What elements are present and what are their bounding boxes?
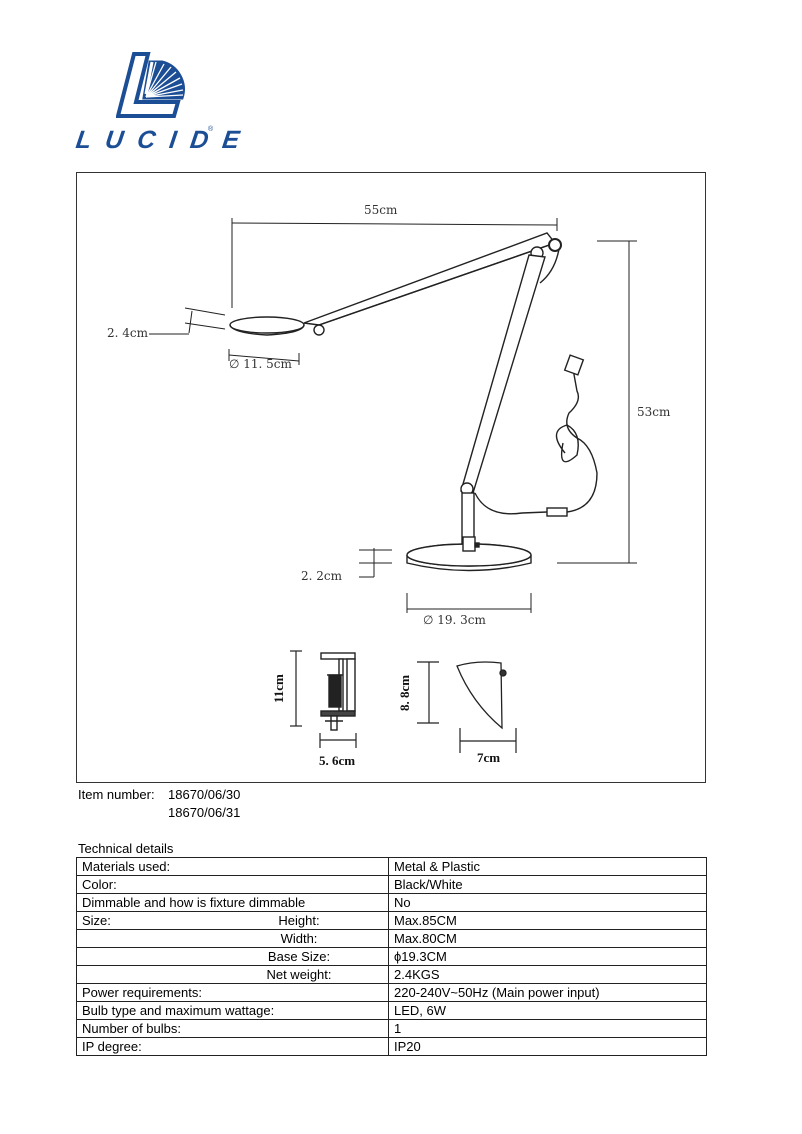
brand-name: LUCIDE xyxy=(74,126,256,154)
spec-value: Max.80CM xyxy=(388,929,707,948)
lamp-line-drawing xyxy=(149,218,637,753)
technical-details-table: Materials used: Metal & Plastic Color: B… xyxy=(76,857,707,1056)
item-number-1: 18670/06/30 xyxy=(168,787,241,802)
spec-label: Materials used: xyxy=(76,857,389,876)
spec-value: ϕ19.3CM xyxy=(388,947,707,966)
spec-value: IP20 xyxy=(388,1037,707,1056)
spec-value: Metal & Plastic xyxy=(388,857,707,876)
lucide-sunburst-icon xyxy=(116,52,185,118)
spec-label: Base Size: xyxy=(76,947,389,966)
spec-value: No xyxy=(388,893,707,912)
technical-drawing: 55cm 53cm 2. 4cm ∅ 11. 5cm 2. 2cm ∅ 19. … xyxy=(76,172,706,783)
spec-label: Dimmable and how is fixture dimmable xyxy=(76,893,389,912)
spec-label: Number of bulbs: xyxy=(76,1019,389,1038)
dim-head-profile-width: 7cm xyxy=(477,750,501,765)
clamp-drawing xyxy=(320,652,356,731)
table-row: Color: Black/White xyxy=(76,875,707,894)
spec-value: 2.4KGS xyxy=(388,965,707,984)
spec-value: 220-240V~50Hz (Main power input) xyxy=(388,983,707,1002)
dim-base-thickness: 2. 2cm xyxy=(301,569,342,583)
table-row: Width: Max.80CM xyxy=(76,929,707,948)
item-number-label: Item number: xyxy=(78,787,155,802)
spec-label: Net weight: xyxy=(76,965,389,984)
dim-total-height: 53cm xyxy=(637,405,671,419)
table-row: Base Size: ϕ19.3CM xyxy=(76,947,707,966)
spec-label: Power requirements: xyxy=(76,983,389,1002)
dim-head-thickness: 2. 4cm xyxy=(107,326,148,340)
table-row: IP degree: IP20 xyxy=(76,1037,707,1056)
table-row: Power requirements: 220-240V~50Hz (Main … xyxy=(76,983,707,1002)
technical-details-title: Technical details xyxy=(78,841,174,856)
lucide-logo: LUCIDE ® xyxy=(74,52,255,162)
dim-clamp-width: 5. 6cm xyxy=(319,753,356,768)
head-profile-drawing xyxy=(456,661,507,730)
spec-label: Width: xyxy=(76,929,389,948)
spec-value: Black/White xyxy=(388,875,707,894)
dim-head-diameter: ∅ 11. 5cm xyxy=(229,357,292,371)
table-row: Size:Height: Max.85CM xyxy=(76,911,707,930)
spec-value: Max.85CM xyxy=(388,911,707,930)
dim-base-diameter: ∅ 19. 3cm xyxy=(423,613,486,627)
spec-value: 1 xyxy=(388,1019,707,1038)
spec-value: LED, 6W xyxy=(388,1001,707,1020)
table-row: Materials used: Metal & Plastic xyxy=(76,857,707,876)
dim-arm-length: 55cm xyxy=(364,203,398,217)
table-row: Bulb type and maximum wattage: LED, 6W xyxy=(76,1001,707,1020)
item-number-2: 18670/06/31 xyxy=(168,805,241,820)
table-row: Net weight: 2.4KGS xyxy=(76,965,707,984)
registered-mark: ® xyxy=(208,126,214,133)
dim-head-profile-height: 8. 8cm xyxy=(397,674,412,711)
table-row: Number of bulbs: 1 xyxy=(76,1019,707,1038)
dim-clamp-height: 11cm xyxy=(271,674,286,703)
spec-label: IP degree: xyxy=(76,1037,389,1056)
spec-label: Color: xyxy=(76,875,389,894)
spec-label: Bulb type and maximum wattage: xyxy=(76,1001,389,1020)
spec-label: Size:Height: xyxy=(76,911,389,930)
table-row: Dimmable and how is fixture dimmable No xyxy=(76,893,707,912)
